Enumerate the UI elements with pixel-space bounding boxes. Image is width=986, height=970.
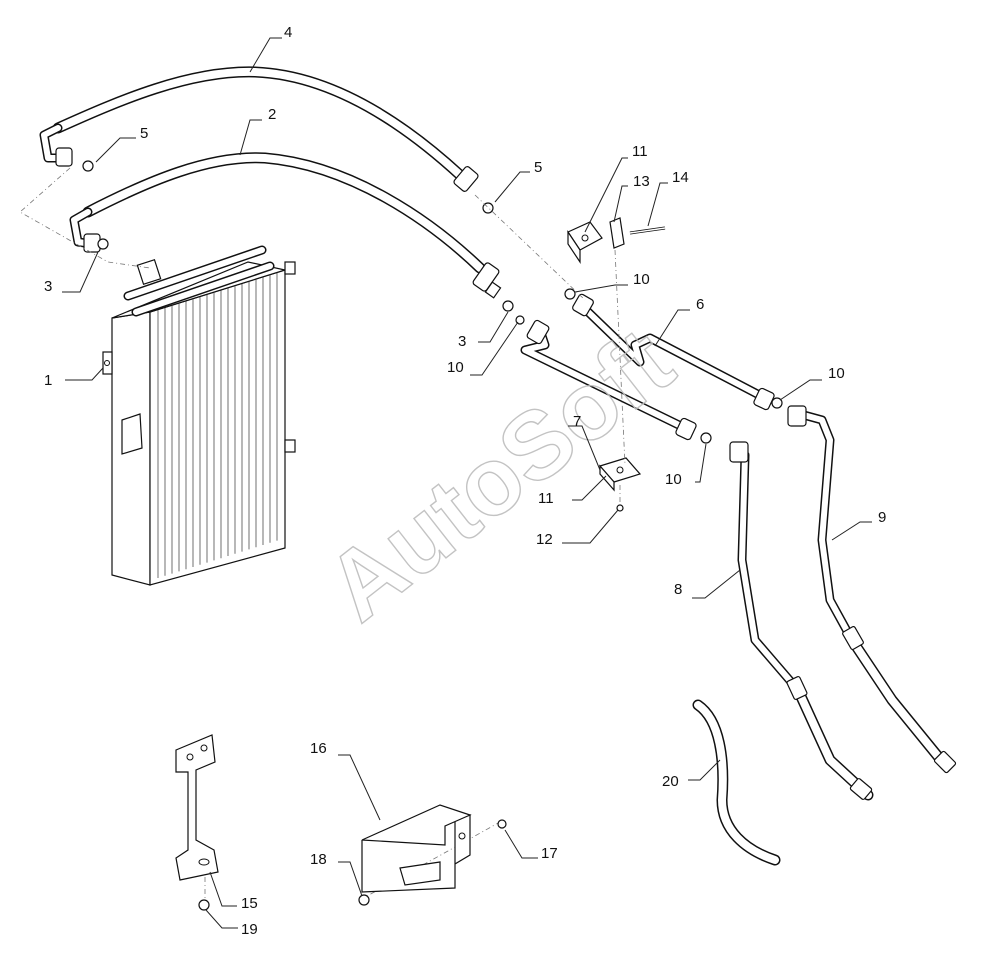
callout-3-left: 3 [44,278,52,295]
callout-14: 14 [672,169,689,186]
callout-10-left: 10 [447,359,464,376]
callout-13: 13 [633,173,650,190]
oil-cooler-radiator [102,245,296,586]
callout-19: 19 [241,921,258,938]
hose-9 [787,405,957,774]
bracket-16 [358,804,507,906]
bolt-12 [616,504,624,512]
callout-5-right: 5 [534,159,542,176]
callout-15: 15 [241,895,258,912]
bolt-14 [629,226,666,235]
callout-10-right: 10 [828,365,845,382]
callout-10-top: 10 [633,271,650,288]
callout-16: 16 [310,740,327,757]
callout-4: 4 [284,24,292,41]
callout-2: 2 [268,106,276,123]
callout-10-lower: 10 [665,471,682,488]
hose-8 [729,441,874,801]
clamp-11-lower [598,457,642,492]
callout-9: 9 [878,509,886,526]
pipe-7 [520,319,697,441]
callout-labels: 1 2 3 3 4 5 5 6 7 8 9 10 10 10 10 11 11 … [44,24,886,938]
clamp-plate-13 [609,217,625,249]
pipe-6 [572,293,775,411]
alignment-lines [19,167,626,901]
callout-3-right: 3 [458,333,466,350]
callout-11-top: 11 [632,143,648,160]
callout-6: 6 [696,296,704,313]
callout-5-left: 5 [140,125,148,142]
callout-12: 12 [536,531,553,548]
callout-11-lower: 11 [538,490,554,507]
callout-1: 1 [44,372,52,389]
hose-4 [39,66,479,192]
callout-20: 20 [662,773,679,790]
callout-7: 7 [573,413,581,430]
bracket-15 [175,734,219,911]
callout-8: 8 [674,581,682,598]
hose-2 [69,152,502,299]
clamp-11-upper [567,221,603,264]
callout-leaders [62,37,872,929]
o-rings [82,160,783,444]
callout-17: 17 [541,845,558,862]
callout-18: 18 [310,851,327,868]
hose-20 [692,699,781,866]
